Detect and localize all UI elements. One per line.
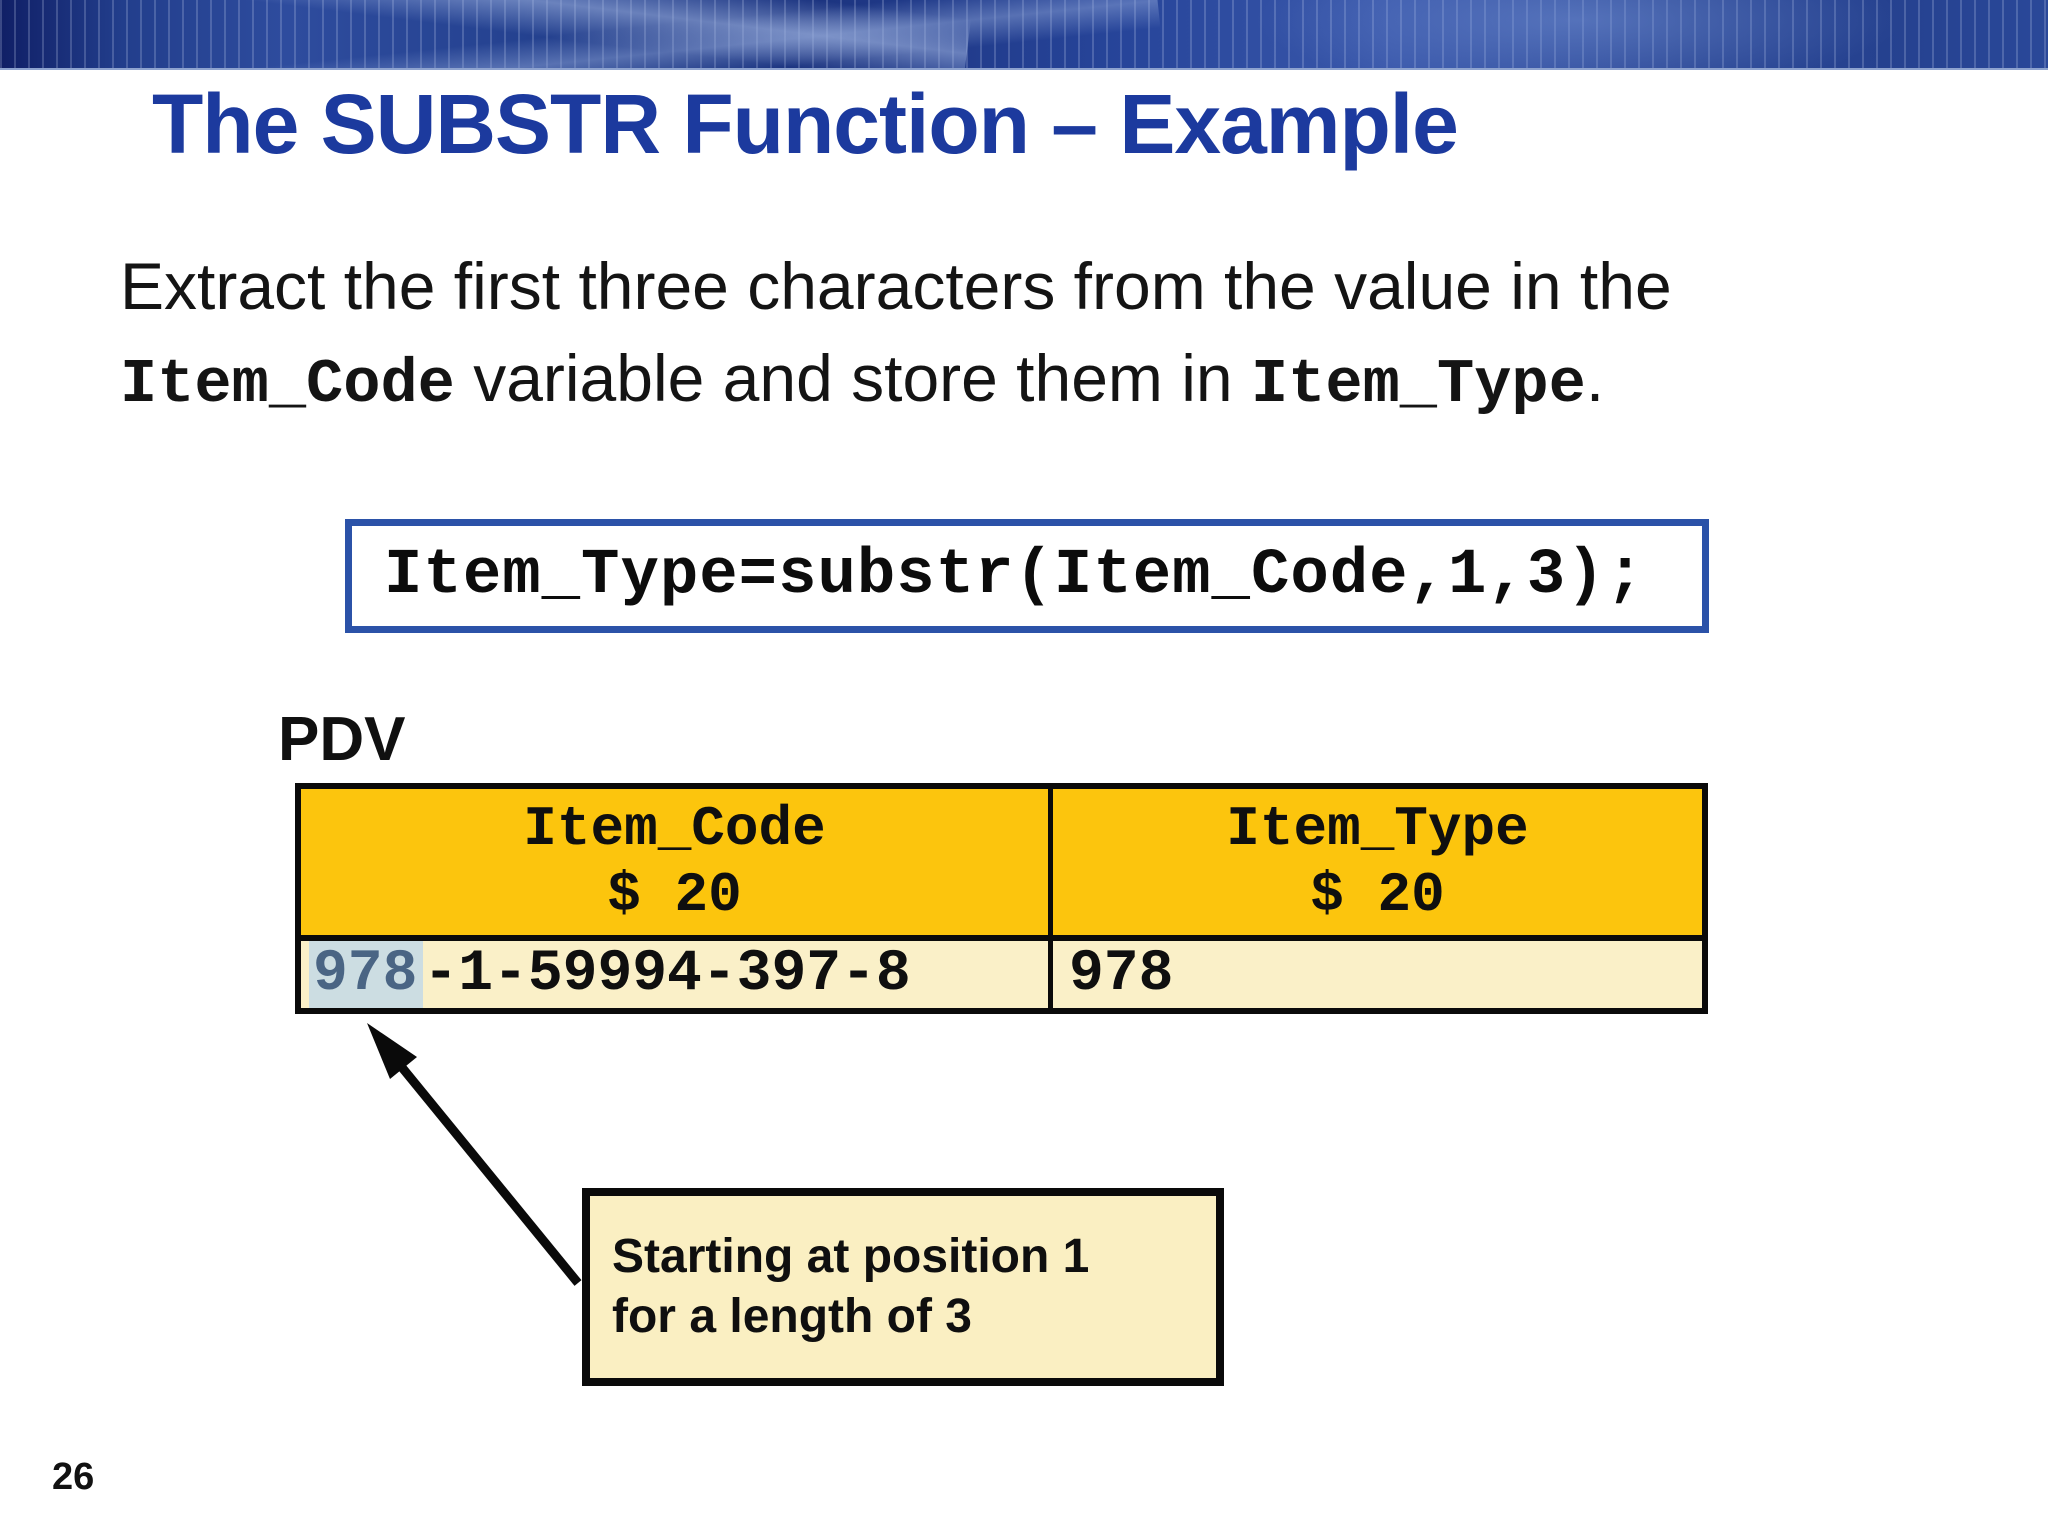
column-name: Item_Type [1226,797,1529,861]
annotation-callout: Starting at position 1 for a length of 3 [582,1188,1224,1386]
body-line-1: Extract the first three characters from … [120,240,1672,332]
pdv-data-row: 978-1-59994-397-8 978 [301,941,1702,1008]
item-type-value: 978 [1069,942,1174,1007]
variable-name-item-type: Item_Type [1250,349,1586,420]
item-code-value-cell: 978-1-59994-397-8 [301,941,1053,1008]
pdv-header-item-type: Item_Type $ 20 [1053,789,1702,935]
banner-graphic [0,0,2048,70]
column-type: $ 20 [1310,863,1445,927]
pdv-label: PDV [278,705,406,774]
pdv-table: Item_Code $ 20 Item_Type $ 20 978-1-5999… [295,783,1708,1014]
annotation-arrow-icon [367,1023,582,1286]
column-name: Item_Code [523,797,826,861]
item-type-value-cell: 978 [1053,941,1702,1008]
banner-glow [1228,0,1928,68]
pdv-header-row: Item_Code $ 20 Item_Type $ 20 [301,789,1702,941]
body-text: variable and store them in [454,341,1251,415]
variable-name-item-code: Item_Code [120,349,455,420]
slide-title: The SUBSTR Function – Example [152,77,1459,171]
body-text: . [1585,341,1605,415]
pdv-header-item-code: Item_Code $ 20 [301,789,1053,935]
callout-line-2: for a length of 3 [612,1290,972,1343]
code-box: Item_Type=substr(Item_Code,1,3); [345,519,1709,633]
page-number: 26 [52,1456,95,1498]
body-paragraph: Extract the first three characters from … [120,240,1672,431]
column-type: $ 20 [607,863,742,927]
body-text: Extract the first three characters from … [120,249,1672,323]
substring-highlight: 978 [309,941,424,1008]
item-code-rest: -1-59994-397-8 [423,942,911,1007]
body-line-2: Item_Code variable and store them in Ite… [120,332,1672,431]
callout-line-1: Starting at position 1 [612,1230,1090,1283]
code-statement: Item_Type=substr(Item_Code,1,3); [384,540,1645,612]
